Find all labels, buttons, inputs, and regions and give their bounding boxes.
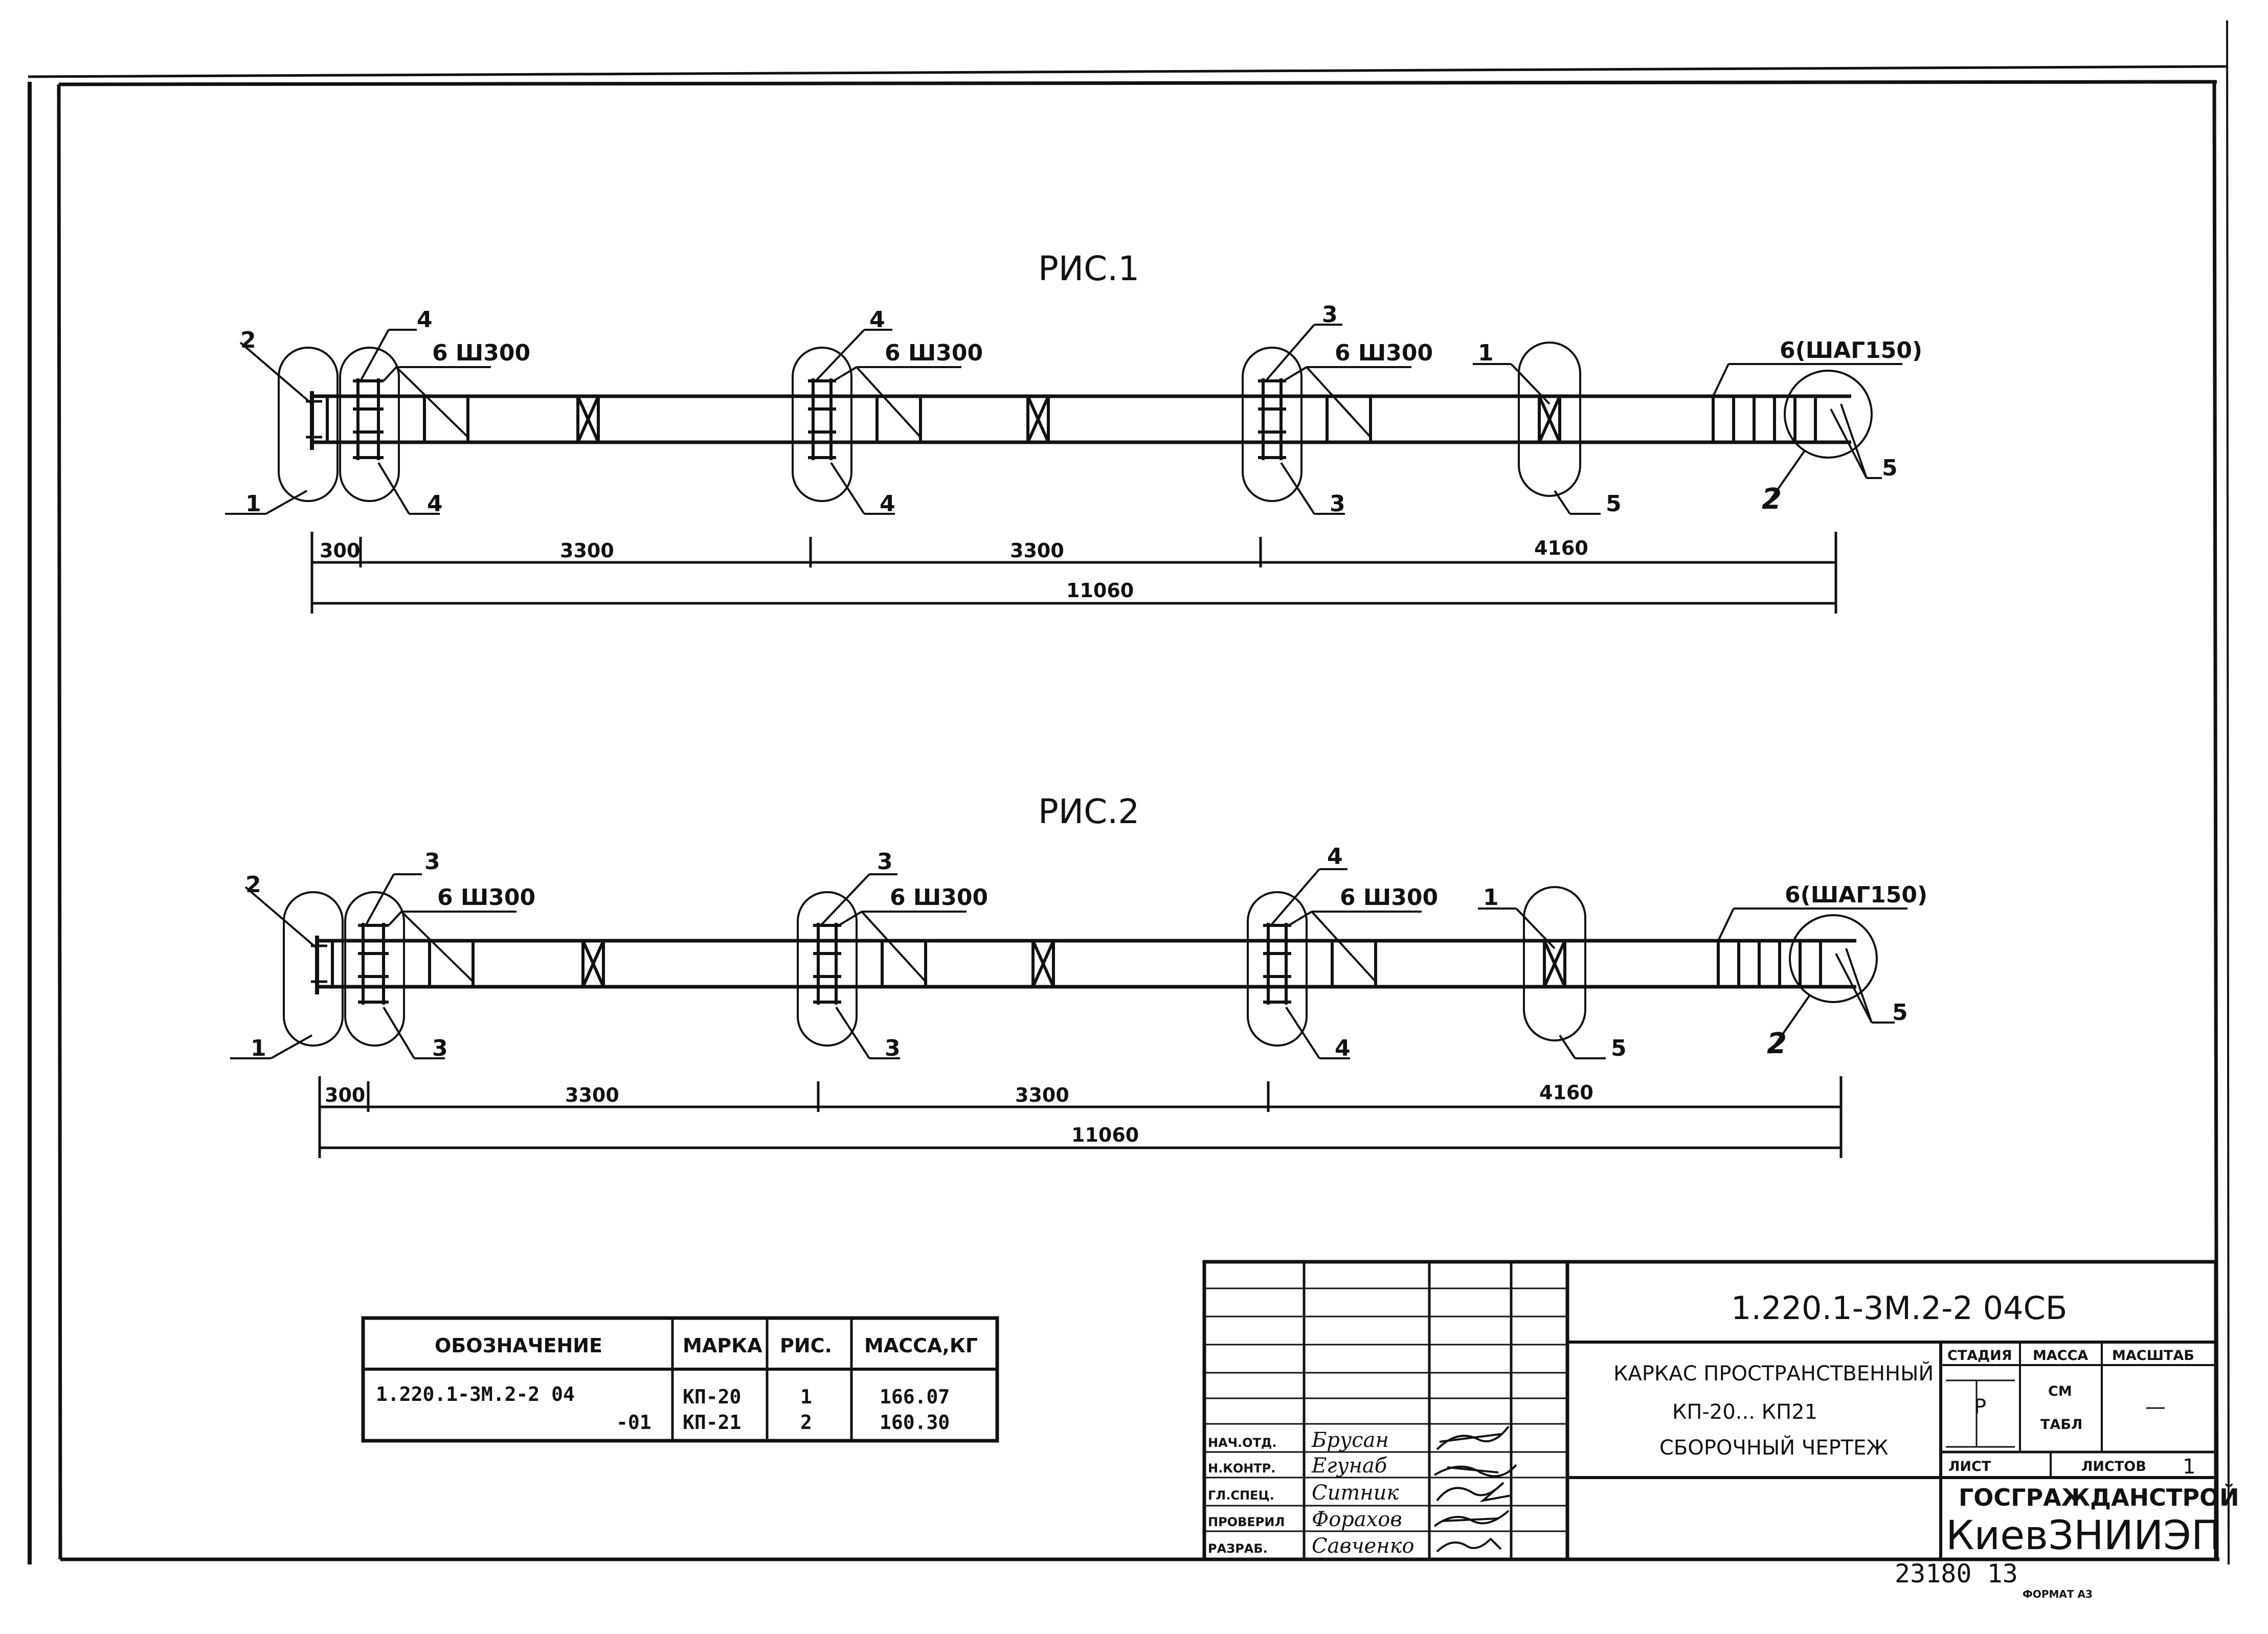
figure-2-callout-end-bottom: 5 — [1611, 1035, 1627, 1061]
figure-1-title: РИС.1 — [1038, 249, 1139, 288]
spec-row-1-mark: КП-20 — [683, 1386, 741, 1408]
signature-role-5: РАЗРАБ. — [1208, 1541, 1268, 1556]
title-block-stage-value: Р — [1974, 1395, 1986, 1419]
title-block-scale-label: МАСШТАБ — [2112, 1348, 2194, 1364]
figure-2-end-spacing-label: 6(ШАГ150) — [1785, 882, 1927, 908]
figure-1-spacing-label-2: 6 Ш300 — [885, 340, 983, 366]
title-block: 1.220.1-3М.2-2 04СБ КАРКАС ПРОСТРАНСТВЕН… — [1202, 1260, 2239, 1561]
archive-stamp-number: 23180 13 — [1895, 1559, 2018, 1588]
format-label: ФОРМАТ А3 — [2023, 1588, 2093, 1600]
figure-2-callout-left-bottom: 1 — [251, 1035, 266, 1061]
title-block-sheets-value: 1 — [2183, 1455, 2195, 1479]
figure-1: РИС.1 — [225, 249, 1922, 614]
spec-header-fig: РИС. — [780, 1334, 832, 1357]
title-block-scale-value: — — [2145, 1395, 2166, 1419]
figure-1-callout-node3-top: 3 — [1322, 302, 1338, 328]
figure-1-dim-overall: 11060 — [1066, 579, 1134, 602]
signature-role-2: Н.КОНТР. — [1208, 1461, 1275, 1476]
figure-2-callout-node1-top: 3 — [424, 849, 440, 875]
figure-1-callout-left-bottom: 1 — [245, 491, 261, 517]
figure-2-callout-end-top: 1 — [1483, 884, 1499, 911]
figure-1-spacing-label-3: 6 Ш300 — [1335, 340, 1433, 366]
signature-name-3: Ситник — [1312, 1481, 1399, 1505]
signature-name-2: Егунаб — [1311, 1454, 1387, 1478]
signature-name-1: Брусан — [1311, 1428, 1389, 1452]
figure-2-spacing-label-3: 6 Ш300 — [1340, 884, 1438, 911]
figure-2: РИС.2 — [230, 792, 1927, 1158]
figure-2-dim-3: 3300 — [1015, 1084, 1069, 1106]
spec-row-1-fig: 1 — [800, 1386, 812, 1408]
title-block-organization: ГОСГРАЖДАНСТРОЙ — [1959, 1484, 2239, 1511]
figure-1-callout-node1-bottom: 4 — [427, 491, 443, 517]
figure-1-callout-detail-rods: 5 — [1882, 455, 1898, 481]
frame-beam-1 — [225, 324, 1902, 614]
spec-header-designation: ОБОЗНАЧЕНИЕ — [435, 1334, 602, 1357]
title-block-title-line-2: КП-20... КП21 — [1672, 1400, 1817, 1424]
figure-1-spacing-label-1: 6 Ш300 — [432, 340, 530, 366]
figure-1-callout-node2-top: 4 — [869, 307, 885, 333]
figure-1-dim-1: 300 — [320, 539, 360, 562]
spec-table: ОБОЗНАЧЕНИЕ МАРКА РИС. МАССА,КГ 1.220.1-… — [361, 1316, 999, 1443]
figure-2-dim-overall: 11060 — [1071, 1124, 1139, 1146]
figure-2-dim-2: 3300 — [565, 1084, 619, 1106]
figure-1-callout-node1-top: 4 — [417, 307, 433, 333]
figure-2-callout-node2-top: 3 — [877, 849, 893, 875]
figure-1-dim-3: 3300 — [1010, 539, 1064, 562]
figure-1-callout-left-top: 2 — [240, 327, 256, 353]
title-block-institute: КиевЗНИИЭП — [1946, 1513, 2221, 1559]
figure-2-spacing-label-1: 6 Ш300 — [437, 884, 535, 911]
figure-2-callout-node3-top: 4 — [1327, 844, 1343, 870]
spec-row-2-fig: 2 — [800, 1411, 812, 1434]
figure-1-end-spacing-label: 6(ШАГ150) — [1780, 337, 1922, 364]
signature-name-4: Форахов — [1312, 1508, 1402, 1531]
figure-1-callout-end-top: 1 — [1478, 340, 1494, 366]
figure-2-dim-4: 4160 — [1539, 1081, 1593, 1104]
signature-role-1: НАЧ.ОТД. — [1208, 1436, 1276, 1450]
spec-row-2-mass: 160.30 — [880, 1411, 950, 1434]
figure-2-callout-node1-bottom: 3 — [432, 1035, 448, 1061]
signature-scribbles — [1433, 1425, 1517, 1553]
spec-row-1-designation: 1.220.1-3М.2-2 04 — [376, 1383, 575, 1405]
title-block-mass-value-2: ТАБЛ — [2040, 1417, 2082, 1433]
title-block-mass-value-1: СМ — [2048, 1383, 2072, 1399]
figure-1-callout-end-bottom: 5 — [1606, 491, 1622, 517]
spec-header-mark: МАРКА — [683, 1334, 762, 1357]
figure-2-callout-detail-rods: 5 — [1892, 1000, 1908, 1026]
spec-row-1-mass: 166.07 — [880, 1386, 950, 1408]
figure-2-callout-detail: 2 — [1767, 1027, 1787, 1060]
frame-beam-2 — [230, 868, 1907, 1158]
signature-role-4: ПРОВЕРИЛ — [1208, 1515, 1285, 1529]
figure-2-callout-node2-bottom: 3 — [885, 1035, 901, 1061]
title-block-title-line-3: СБОРОЧНЫЙ ЧЕРТЕЖ — [1659, 1435, 1889, 1460]
title-block-document-code: 1.220.1-3М.2-2 04СБ — [1731, 1289, 2067, 1327]
figure-2-title: РИС.2 — [1038, 792, 1139, 831]
title-block-sheets-label: ЛИСТОВ — [2081, 1459, 2146, 1474]
title-block-sheet-label: ЛИСТ — [1948, 1459, 1991, 1474]
figure-2-callout-left-top: 2 — [245, 872, 261, 898]
figure-2-spacing-label-2: 6 Ш300 — [890, 884, 988, 911]
figure-1-dim-4: 4160 — [1534, 537, 1588, 559]
figure-1-callout-detail: 2 — [1762, 483, 1782, 516]
figure-2-dim-1: 300 — [325, 1084, 365, 1106]
figure-2-callout-node3-bottom: 4 — [1335, 1035, 1351, 1061]
title-block-stage-label: СТАДИЯ — [1947, 1348, 2012, 1364]
title-block-title-line-1: КАРКАС ПРОСТРАНСТВЕННЫЙ — [1613, 1361, 1934, 1386]
signature-role-3: ГЛ.СПЕЦ. — [1208, 1488, 1274, 1503]
figure-1-dim-2: 3300 — [560, 539, 614, 562]
spec-header-mass: МАССА,КГ — [864, 1334, 978, 1357]
spec-row-2-designation: -01 — [616, 1411, 652, 1434]
spec-row-2-mark: КП-21 — [683, 1411, 741, 1434]
figure-1-callout-node2-bottom: 4 — [880, 491, 895, 517]
title-block-mass-label: МАССА — [2033, 1348, 2088, 1364]
signature-name-5: Савченко — [1312, 1534, 1414, 1558]
sheet-frame — [28, 20, 2230, 1565]
figure-1-callout-node3-bottom: 3 — [1330, 491, 1345, 517]
